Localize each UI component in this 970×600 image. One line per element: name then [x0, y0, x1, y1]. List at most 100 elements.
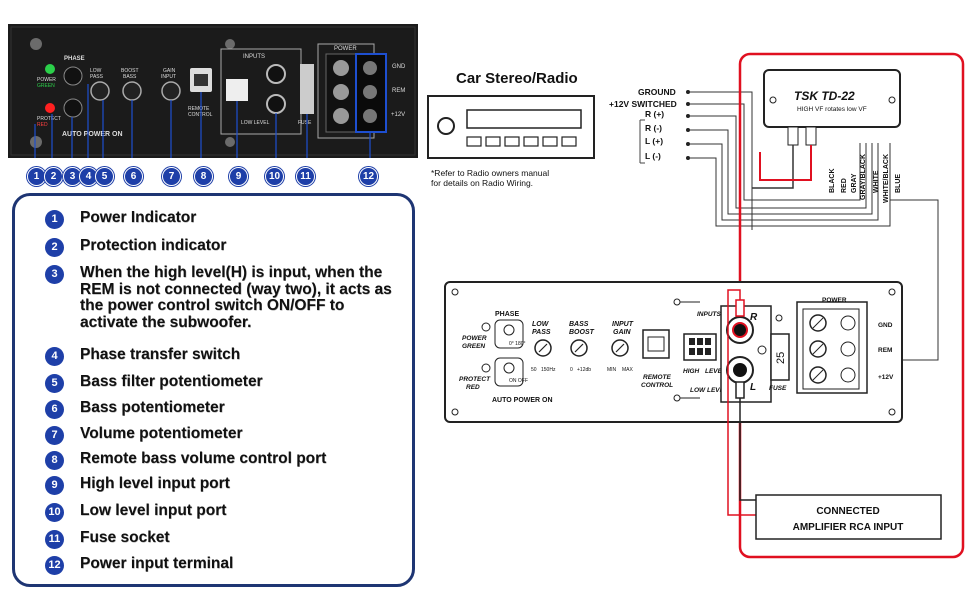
auto-power-switch-icon	[63, 98, 83, 118]
output-r-minus: R (-)	[645, 123, 662, 133]
panel-red-label: RED	[466, 384, 480, 391]
panel-bass-boost-max: +12db	[577, 367, 591, 373]
converter-mount-icon	[769, 96, 777, 104]
callout-5: 5	[95, 167, 114, 186]
legend-number: 4	[45, 347, 64, 366]
legend-number: 1	[45, 210, 64, 229]
legend-text: Bass filter potentiometer	[80, 373, 263, 390]
high-level-connector-icon	[226, 79, 248, 101]
legend-item: 12 Power input terminal	[45, 555, 400, 575]
output-ground: GROUND	[638, 87, 676, 97]
photo-auto-power-label: AUTO POWER ON	[62, 131, 123, 138]
panel-rca-r-label: R	[750, 312, 758, 323]
stereo-knob-icon	[437, 117, 455, 135]
panel-gain-label: GAIN	[613, 329, 631, 336]
legend-number: 8	[45, 451, 64, 470]
terminal-screw-icon	[333, 108, 349, 124]
panel-screw-icon	[451, 408, 459, 416]
panel-rem-label: REM	[878, 347, 892, 354]
legend-number: 10	[45, 503, 64, 522]
legend-number: 6	[45, 400, 64, 419]
panel-low-pass-min: 50	[531, 367, 537, 373]
legend-number: 2	[45, 238, 64, 257]
converter-title: TSK TD-22	[794, 89, 855, 103]
panel-on-off: ON OFF	[509, 378, 528, 384]
panel-phase-switch-knob-icon	[503, 324, 515, 336]
panel-auto-power-knob-icon	[503, 362, 515, 374]
legend-text: Power Indicator	[80, 209, 197, 226]
panel-fuse-value: 25	[775, 352, 787, 364]
converter-subtitle: HIGH VF rotates low VF	[797, 106, 867, 113]
output-12v-switched: +12V SWITCHED	[609, 99, 677, 109]
panel-control-label: CONTROL	[641, 382, 673, 389]
panel-remote-label: REMOTE	[643, 374, 671, 381]
photo-fuse-label: FUSE	[298, 120, 312, 126]
photo-power-label: POWER	[334, 46, 357, 52]
legend-number: 7	[45, 426, 64, 445]
legend-item: 4 Phase transfer switch	[45, 346, 400, 366]
panel-gain-min: MIN	[607, 367, 617, 373]
wire-white-black: WHITE/BLACK	[883, 154, 890, 203]
phase-switch-icon	[63, 66, 83, 86]
legend-item: 11 Fuse socket	[45, 529, 400, 549]
callout-12: 12	[359, 167, 378, 186]
rca-input-box	[755, 494, 942, 540]
callout-row: 1 2 3 4 5 6 7 8 9 10 11 12	[0, 167, 420, 187]
rca-plug-white-icon	[735, 381, 745, 399]
legend-item: 5 Bass filter potentiometer	[45, 373, 400, 393]
amplifier-panel-art: POWER GREEN PROTECT RED PHASE AUTO POWER…	[8, 24, 418, 158]
panel-remote-socket-icon	[647, 336, 665, 352]
stereo-title: Car Stereo/Radio	[456, 70, 578, 87]
photo-boost-label: BOOST	[121, 68, 139, 74]
converter-body	[763, 69, 901, 128]
photo-low-pass-sublabel: PASS	[90, 74, 104, 80]
callout-7: 7	[162, 167, 181, 186]
output-dots	[686, 90, 690, 160]
panel-bass-boost-min: 0	[570, 367, 573, 373]
wire-red: RED	[841, 178, 848, 193]
terminal-screw-icon	[333, 60, 349, 76]
photo-power-green-sublabel: GREEN	[37, 83, 55, 89]
panel-fuse-label: FUSE	[769, 385, 787, 392]
photo-input-label: INPUT	[161, 74, 176, 80]
panel-power-label: POWER	[462, 335, 487, 342]
low-pass-knob-icon	[90, 81, 110, 101]
panel-input-label: INPUT	[612, 321, 634, 328]
converter-rca-lead-red	[759, 145, 812, 181]
legend-item: 1 Power Indicator	[45, 209, 400, 229]
panel-bass-label: BASS	[569, 321, 589, 328]
panel-phase-0: 0° 180°	[509, 341, 526, 347]
panel-high-label: HIGH	[683, 368, 700, 375]
stereo-outputs: GROUND +12V SWITCHED R (+) R (-) L (+) L…	[609, 87, 677, 161]
legend-text: Power input terminal	[80, 555, 234, 572]
legend-box: 1 Power Indicator 2 Protection indicator…	[12, 193, 415, 587]
protect-led-icon	[45, 103, 55, 113]
panel-body	[444, 281, 903, 423]
panel-gain-max: MAX	[622, 367, 634, 373]
photo-control-label: CONTROL	[188, 112, 213, 118]
callout-8: 8	[194, 167, 213, 186]
legend-text: Fuse socket	[80, 529, 170, 546]
legend-number: 5	[45, 374, 64, 393]
panel-rca-l-label: L	[750, 382, 756, 393]
screw-icon	[225, 39, 235, 49]
photo-low-pass-label: LOW	[90, 68, 102, 74]
photo-inputs-label: INPUTS	[243, 54, 265, 60]
wire-gray: GRAY	[851, 173, 858, 193]
legend-number: 11	[45, 530, 64, 549]
legend-number: 12	[45, 556, 64, 575]
legend-text: High level input port	[80, 475, 230, 492]
output-r-plus: R (+)	[645, 109, 664, 119]
amplifier-photo: POWER GREEN PROTECT RED PHASE AUTO POWER…	[8, 24, 418, 158]
legend-item: 9 High level input port	[45, 475, 400, 495]
terminal-screw-icon	[363, 61, 377, 75]
photo-protect-label: PROTECT	[37, 116, 61, 122]
rca-plug-red-icon	[735, 299, 745, 317]
wire-gray-black: GRAY/BLACK	[860, 154, 867, 200]
terminal-screw-icon	[363, 109, 377, 123]
legend-number: 9	[45, 476, 64, 495]
photo-low-level-label: LOW LEVEL	[241, 120, 270, 126]
stereo-display	[466, 109, 582, 129]
legend-number: 3	[45, 265, 64, 284]
photo-phase-label: PHASE	[64, 56, 85, 62]
